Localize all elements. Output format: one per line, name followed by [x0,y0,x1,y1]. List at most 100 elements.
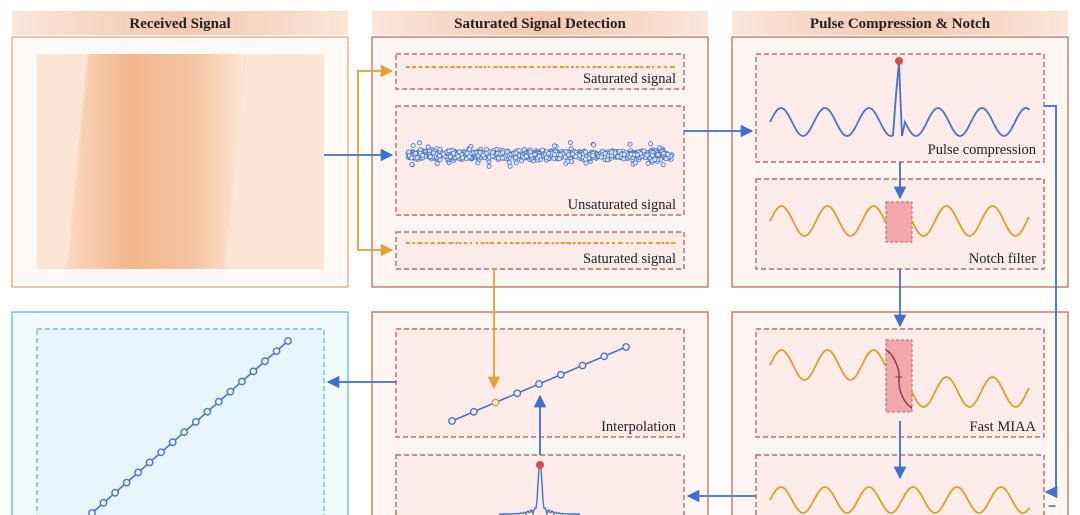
scatter-point [480,152,486,158]
interp-point [535,380,543,388]
label-saturated-bottom: Saturated signal [583,251,676,267]
scatter-point [558,152,564,158]
saturated-point [412,242,415,245]
scatter-point [477,149,483,155]
saturated-point [522,66,528,69]
saturated-point [417,242,423,245]
output-point [249,367,258,376]
saturated-point [455,242,458,245]
saturated-point [559,66,565,69]
saturated-point [479,66,483,69]
output-point [88,509,96,515]
saturated-point [565,66,569,69]
saturated-point [504,242,508,245]
scatter-point [437,146,443,152]
pulse-compression-wave [769,61,1031,137]
saturated-point [510,66,516,69]
label-notch-filter: Notch filter [969,251,1036,267]
scatter-point [414,155,420,161]
arrow-orange-split [357,64,394,155]
scatter-point [464,150,470,156]
output-point [203,407,212,416]
scatter-point [621,151,627,157]
interp-point [578,361,587,370]
saturated-point [469,242,473,245]
header-saturated-detection: Saturated Signal Detection [454,16,626,32]
output-point [180,428,189,436]
saturated-point [551,242,554,245]
saturated-point [450,66,455,69]
saturated-point [532,242,537,245]
received-signal-edge-2 [224,53,246,270]
scatter-point [536,153,542,159]
scatter-point [431,150,437,156]
saturated-point [544,242,550,245]
scatter-point [459,155,465,161]
scatter-point [450,150,456,156]
saturated-point [529,66,534,69]
saturated-top-points [406,66,675,69]
output-point [226,387,235,396]
scatter-point [660,162,666,168]
saturated-point [475,242,478,245]
saturated-point [636,242,642,245]
saturated-point [537,66,540,69]
scatter-point [665,151,671,157]
scatter-point [551,152,557,158]
scatter-point [456,149,462,155]
unsaturated-scatter [405,140,675,169]
saturated-point [582,242,586,245]
saturated-point [566,242,572,245]
saturated-point [448,242,454,245]
saturated-point [652,66,655,69]
scatter-point [649,152,655,158]
saturated-point [424,66,430,69]
scatter-point [608,149,614,155]
saturated-point [612,242,615,245]
scatter-point [440,151,446,157]
saturated-point [430,242,435,245]
output-point [99,498,108,507]
saturated-point [665,242,669,245]
saturated-point [577,242,582,245]
saturated-bottom-box [395,231,685,270]
interp-point [448,417,456,425]
saturated-point [497,242,501,245]
saturated-point [623,66,626,69]
saturated-point [521,242,525,245]
scatter-point [573,154,579,160]
scatter-point [409,155,415,161]
scatter-point [633,160,639,166]
saturated-point [431,66,436,69]
saturated-point [560,242,566,245]
interp-point [469,407,478,416]
scatter-point [516,147,522,153]
spectrum-peak-marker [536,461,544,469]
scatter-point [409,161,415,167]
scatter-point [486,163,492,169]
saturated-point [468,66,472,69]
scatter-point [500,150,506,156]
scatter-point [591,142,597,148]
saturated-point [657,66,661,69]
output-plot-box [36,328,325,515]
scatter-point [466,154,472,160]
output-point [111,488,120,497]
saturated-point [587,242,591,245]
saturated-point [604,66,607,69]
scatter-point [513,150,519,156]
saturated-point [445,66,448,69]
label-fast-miaa: Fast MIAA [970,419,1037,435]
saturated-point [593,242,599,245]
fast-miaa-wave [769,349,1030,408]
scatter-point [583,156,589,162]
feedback-minus-sign: − [1048,499,1057,515]
output-point [191,417,200,426]
scatter-point [420,152,426,158]
saturated-point [462,66,466,69]
saturated-point [483,66,487,69]
output-point [272,347,281,355]
saturated-point [617,242,623,245]
arrow-feedback-right [1044,105,1058,499]
saturated-point [617,66,622,69]
